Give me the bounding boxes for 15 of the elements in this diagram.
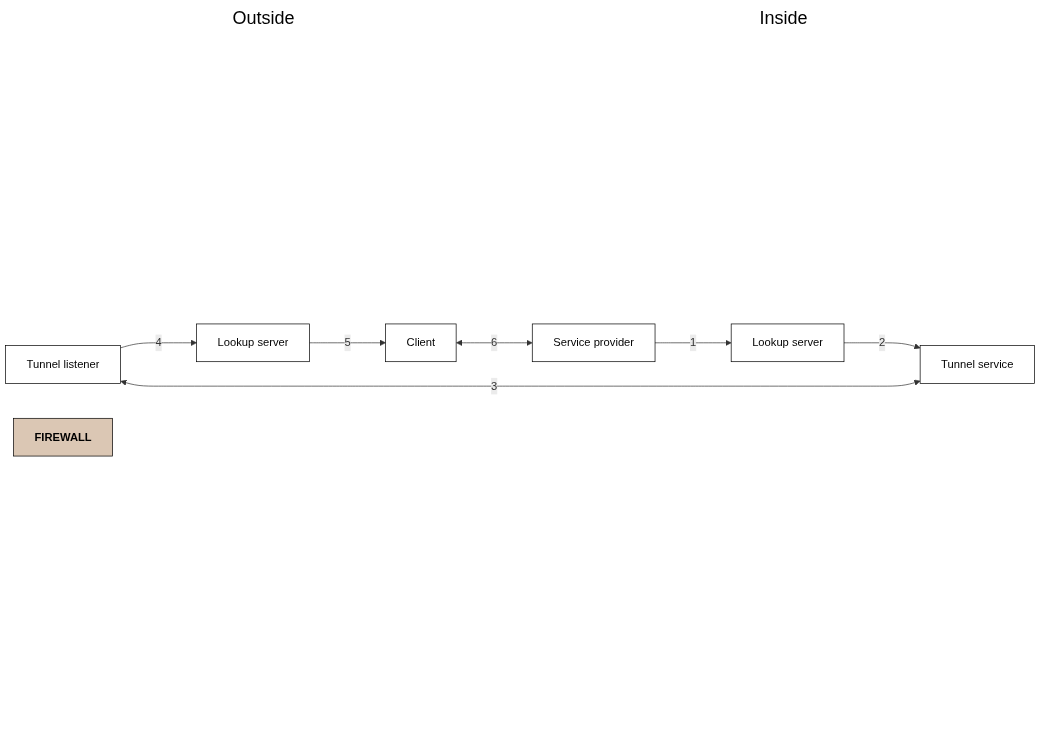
side-label: Inside [759, 8, 808, 30]
node-box: Service provider [531, 323, 656, 363]
node-box: Client [385, 323, 457, 363]
edge-label: 2 [878, 336, 886, 349]
side-label: Outside [232, 8, 295, 30]
edge-label: 5 [344, 336, 351, 349]
node-box: Tunnel listener [5, 345, 121, 384]
edge-label: 6 [491, 336, 498, 349]
node-box: Lookup server [196, 323, 310, 363]
edge-label: 3 [491, 379, 498, 392]
node-box: FIREWALL [13, 417, 113, 457]
edge-label: 4 [155, 336, 162, 349]
node-box: Lookup server [730, 323, 845, 363]
edge-label: 1 [689, 336, 697, 349]
node-box: Tunnel service [919, 345, 1035, 384]
